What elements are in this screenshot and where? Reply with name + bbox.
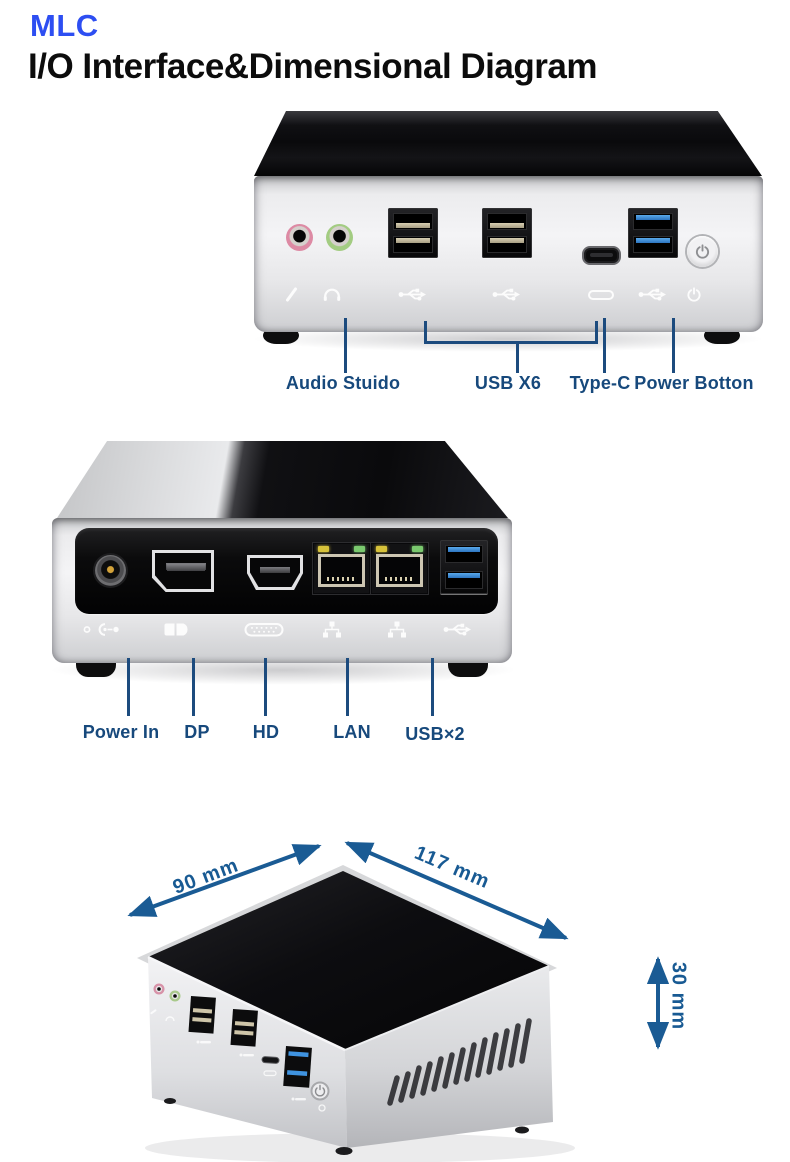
iso-front-ports xyxy=(150,983,330,1112)
callout-label-powerin: Power In xyxy=(82,722,160,742)
callout-line-usbx2 xyxy=(431,658,434,716)
callout-line-audio xyxy=(344,318,347,373)
callout-bracket-right xyxy=(595,321,598,344)
displayport-port xyxy=(152,550,214,592)
hdmi-port xyxy=(247,555,303,590)
usb-icon xyxy=(492,287,522,308)
usb-icon xyxy=(398,287,428,308)
width-dimension-arrow xyxy=(344,841,569,940)
headphone-icon xyxy=(322,287,342,308)
callout-bracket-bar xyxy=(424,341,598,344)
callout-label-usb: USB X6 xyxy=(474,373,542,393)
callout-label-dp: DP xyxy=(184,722,210,742)
callout-label-typec: Type-C xyxy=(569,373,631,393)
dp-icon xyxy=(164,623,191,642)
dc-power-port xyxy=(95,555,126,586)
callout-line-typec xyxy=(603,318,606,373)
type-c-icon xyxy=(588,288,615,306)
power-icon xyxy=(687,287,702,307)
usb2-port-stack xyxy=(482,208,532,258)
mic-icon xyxy=(285,286,300,308)
power-button xyxy=(687,236,718,267)
callout-line-usb xyxy=(516,344,519,373)
rear-top-panel xyxy=(57,441,508,518)
depth-dimension-arrow xyxy=(127,844,322,917)
callout-line-lan xyxy=(346,658,349,716)
height-dimension-label: 30 mm xyxy=(667,961,690,1031)
lan-icon xyxy=(322,621,342,644)
vga-icon xyxy=(244,621,284,644)
callout-line-powerin xyxy=(127,658,130,716)
usb3-port-stack xyxy=(628,208,678,258)
lan-port xyxy=(371,543,428,594)
callout-label-power: Power Botton xyxy=(634,373,754,393)
dc-power-icon xyxy=(83,623,121,642)
mic-jack-port xyxy=(286,224,313,251)
brand-logo: MLC xyxy=(30,8,99,43)
usb-icon xyxy=(638,287,668,308)
isometric-device-drawing xyxy=(127,841,670,1162)
callout-label-lan: LAN xyxy=(333,722,371,742)
usb3-port-stack xyxy=(440,540,488,594)
callout-bracket-left xyxy=(424,321,427,344)
usb-icon xyxy=(443,622,473,643)
lan-icon xyxy=(387,621,407,644)
usb2-port-stack xyxy=(388,208,438,258)
headphone-jack-port xyxy=(326,224,353,251)
type-c-port xyxy=(582,246,621,265)
front-top-panel xyxy=(254,111,762,176)
dimension-arrows xyxy=(127,841,670,1050)
vent-slots xyxy=(387,1018,532,1106)
lan-port xyxy=(313,543,370,594)
callout-line-hd xyxy=(264,658,267,716)
callout-line-power xyxy=(672,318,675,373)
callout-label-hd: HD xyxy=(252,722,280,742)
callout-line-dp xyxy=(192,658,195,716)
callout-label-audio: Audio Stuido xyxy=(285,373,401,393)
callout-label-usbx2: USB×2 xyxy=(405,724,465,744)
page-title: I/O Interface&Dimensional Diagram xyxy=(28,47,597,86)
